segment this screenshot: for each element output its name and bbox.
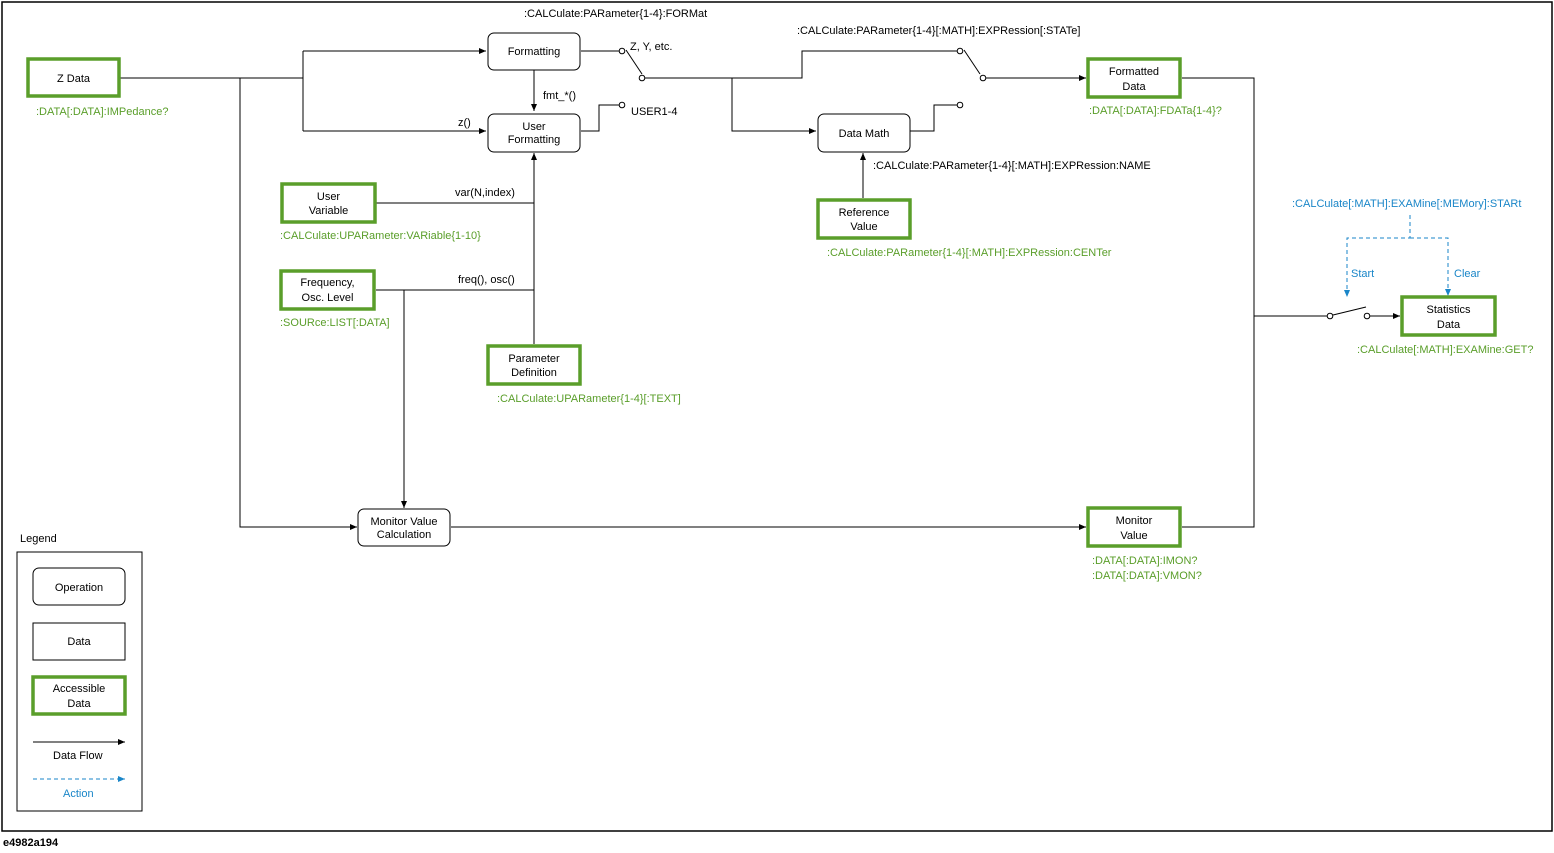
- z-data-node: Z Data: [26, 57, 121, 98]
- svg-text::CALCulate:PARameter{1-4}[:MAT: :CALCulate:PARameter{1-4}[:MATH]:EXPRess…: [827, 247, 1112, 259]
- svg-text::CALCulate:PARameter{1-4}[:MAT: :CALCulate:PARameter{1-4}[:MATH]:EXPRess…: [873, 160, 1151, 172]
- svg-text:Data: Data: [67, 636, 91, 648]
- svg-text:Formatted: Formatted: [1109, 66, 1159, 78]
- svg-text:USER1-4: USER1-4: [631, 106, 677, 118]
- command-labels: :DATA[:DATA]:IMPedance? :CALCulate:PARam…: [36, 8, 1533, 582]
- svg-text:Data: Data: [1122, 81, 1146, 93]
- svg-text::DATA[:DATA]:FDATa{1-4}?: :DATA[:DATA]:FDATa{1-4}?: [1089, 105, 1222, 117]
- svg-text::DATA[:DATA]:VMON?: :DATA[:DATA]:VMON?: [1092, 570, 1202, 582]
- monitor-value-calculation-node: Monitor Value Calculation: [357, 508, 451, 547]
- svg-text:Legend: Legend: [20, 533, 57, 545]
- action-wires: [1344, 215, 1451, 297]
- svg-text:Reference: Reference: [839, 207, 890, 219]
- svg-text::DATA[:DATA]:IMPedance?: :DATA[:DATA]:IMPedance?: [36, 106, 168, 118]
- svg-text::SOURce:LIST[:DATA]: :SOURce:LIST[:DATA]: [280, 317, 390, 329]
- svg-text:Osc. Level: Osc. Level: [302, 292, 354, 304]
- svg-text:Accessible: Accessible: [53, 683, 106, 695]
- svg-text:Clear: Clear: [1454, 268, 1481, 280]
- legend: Legend Operation Data Accessible Data Da…: [16, 533, 143, 812]
- svg-text::CALCulate:PARameter{1-4}:FORM: :CALCulate:PARameter{1-4}:FORMat: [524, 8, 707, 20]
- figure-id: e4982a194: [3, 837, 59, 849]
- svg-text:Formatting: Formatting: [508, 134, 561, 146]
- svg-text:Statistics: Statistics: [1426, 304, 1471, 316]
- svg-text:Variable: Variable: [309, 205, 349, 217]
- parameter-definition-node: Parameter Definition: [486, 344, 582, 386]
- svg-text:Formatting: Formatting: [508, 46, 561, 58]
- svg-text:fmt_*(): fmt_*(): [543, 90, 576, 102]
- frequency-osc-level-node: Frequency, Osc. Level: [279, 269, 376, 311]
- svg-text:Start: Start: [1351, 268, 1374, 280]
- svg-text:Monitor Value: Monitor Value: [370, 516, 437, 528]
- svg-text:User: User: [317, 191, 341, 203]
- formatted-data-node: Formatted Data: [1086, 57, 1182, 99]
- flow-labels: Z, Y, etc. fmt_*() USER1-4 z() var(N,ind…: [455, 41, 1481, 286]
- svg-text:freq(), osc(): freq(), osc(): [458, 274, 515, 286]
- svg-text:Z, Y, etc.: Z, Y, etc.: [630, 41, 672, 53]
- svg-text:Data: Data: [67, 698, 91, 710]
- svg-text:Data Math: Data Math: [839, 128, 890, 140]
- svg-text:Monitor: Monitor: [1116, 515, 1153, 527]
- svg-text:User: User: [522, 121, 546, 133]
- reference-value-node: Reference Value: [816, 198, 912, 240]
- diagram-frame: [1, 1, 1553, 832]
- svg-text:Operation: Operation: [55, 582, 103, 594]
- switch-terminals: [618, 47, 1371, 320]
- svg-text:Value: Value: [1120, 530, 1147, 542]
- svg-text::CALCulate[:MATH]:EXAMine:GET?: :CALCulate[:MATH]:EXAMine:GET?: [1357, 344, 1533, 356]
- svg-text:Frequency,: Frequency,: [300, 277, 354, 289]
- svg-text::CALCulate[:MATH]:EXAMine[:MEM: :CALCulate[:MATH]:EXAMine[:MEMory]:STARt: [1292, 198, 1521, 210]
- user-formatting-node: User Formatting: [487, 113, 581, 153]
- svg-text:Definition: Definition: [511, 367, 557, 379]
- svg-text:var(N,index): var(N,index): [455, 187, 515, 199]
- svg-text:Data: Data: [1437, 319, 1461, 331]
- user-variable-node: User Variable: [280, 182, 377, 224]
- svg-text:Action: Action: [63, 788, 94, 800]
- svg-text:z(): z(): [458, 117, 471, 129]
- svg-text::DATA[:DATA]:IMON?: :DATA[:DATA]:IMON?: [1092, 555, 1198, 567]
- svg-text::CALCulate:UPARameter{1-4}[:TE: :CALCulate:UPARameter{1-4}[:TEXT]: [497, 393, 681, 405]
- monitor-value-node: Monitor Value: [1086, 506, 1182, 548]
- svg-text:Data Flow: Data Flow: [53, 750, 103, 762]
- data-flow-wires: [120, 48, 1400, 530]
- statistics-data-node: Statistics Data: [1400, 295, 1497, 337]
- formatting-node: Formatting: [487, 32, 581, 71]
- svg-text:Parameter: Parameter: [508, 353, 560, 365]
- svg-text::CALCulate:UPARameter:VARiable: :CALCulate:UPARameter:VARiable{1-10}: [280, 230, 481, 242]
- svg-text:Z Data: Z Data: [57, 73, 91, 85]
- data-math-node: Data Math: [817, 113, 911, 153]
- svg-text::CALCulate:PARameter{1-4}[:MAT: :CALCulate:PARameter{1-4}[:MATH]:EXPRess…: [797, 25, 1080, 37]
- svg-text:Calculation: Calculation: [377, 529, 431, 541]
- svg-text:Value: Value: [850, 221, 877, 233]
